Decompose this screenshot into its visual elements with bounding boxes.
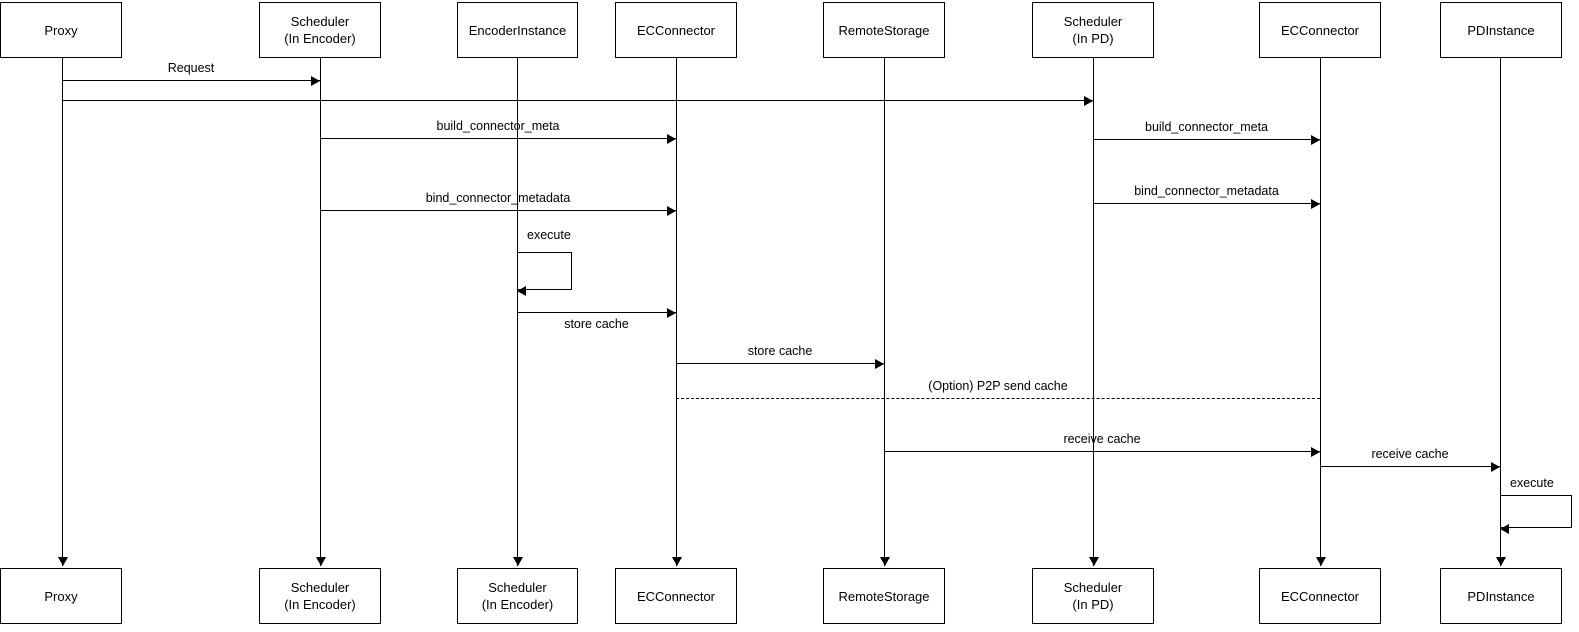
message-line-proxy-to-pd xyxy=(62,100,1093,101)
message-arrow-icon-proxy-to-pd xyxy=(1084,96,1093,106)
message-label-request: Request xyxy=(167,61,215,75)
message-line-p2p-send-cache xyxy=(676,398,1320,399)
lifeline-ec-connector-l xyxy=(676,58,677,566)
participant-box-bottom-ec-connector-r[interactable]: ECConnector xyxy=(1259,568,1381,624)
lifeline-end-arrow-icon-scheduler-pd xyxy=(1089,557,1099,566)
message-line-receive-cache-remote xyxy=(884,451,1320,452)
lifeline-pd-instance xyxy=(1500,58,1501,566)
participant-box-top-pd-instance[interactable]: PDInstance xyxy=(1440,2,1562,58)
message-line-store-cache-enc xyxy=(517,312,676,313)
lifeline-remote-storage xyxy=(884,58,885,566)
message-arrow-icon-receive-cache-pd xyxy=(1491,462,1500,472)
message-label-receive-cache-pd: receive cache xyxy=(1371,447,1449,461)
message-label-p2p-send-cache: (Option) P2P send cache xyxy=(928,379,1068,393)
message-arrow-icon-receive-cache-remote xyxy=(1311,447,1320,457)
message-arrow-icon-bind-meta-enc xyxy=(667,206,676,216)
self-message-arrow-icon-execute-pdinstance xyxy=(1500,524,1509,534)
lifeline-scheduler-enc xyxy=(320,58,321,566)
lifeline-end-arrow-icon-proxy xyxy=(58,557,68,566)
lifeline-end-arrow-icon-ec-connector-r xyxy=(1316,557,1326,566)
participant-box-top-scheduler-pd[interactable]: Scheduler (In PD) xyxy=(1032,2,1154,58)
message-label-store-cache-remote: store cache xyxy=(747,344,813,358)
lifeline-end-arrow-icon-ec-connector-l xyxy=(672,557,682,566)
message-label-bind-meta-pd: bind_connector_metadata xyxy=(1134,184,1279,198)
message-arrow-icon-request xyxy=(311,76,320,86)
participant-box-top-ec-connector-r[interactable]: ECConnector xyxy=(1259,2,1381,58)
participant-box-top-ec-connector-l[interactable]: ECConnector xyxy=(615,2,737,58)
message-arrow-icon-store-cache-enc xyxy=(667,308,676,318)
message-arrow-icon-store-cache-remote xyxy=(875,359,884,369)
participant-box-top-encoder-inst[interactable]: EncoderInstance xyxy=(457,2,578,58)
participant-box-top-proxy[interactable]: Proxy xyxy=(0,2,122,58)
message-arrow-icon-bind-meta-pd xyxy=(1311,199,1320,209)
message-label-receive-cache-remote: receive cache xyxy=(1063,432,1141,446)
lifeline-end-arrow-icon-encoder-inst xyxy=(513,557,523,566)
lifeline-proxy xyxy=(62,58,63,566)
message-label-bind-meta-enc: bind_connector_metadata xyxy=(425,191,571,205)
message-label-store-cache-enc: store cache xyxy=(564,317,629,331)
message-line-bind-meta-pd xyxy=(1093,203,1320,204)
self-message-label-execute-pdinstance: execute xyxy=(1510,476,1554,490)
participant-box-bottom-proxy[interactable]: Proxy xyxy=(0,568,122,624)
lifeline-end-arrow-icon-scheduler-enc xyxy=(316,557,326,566)
participant-box-top-scheduler-enc[interactable]: Scheduler (In Encoder) xyxy=(259,2,381,58)
lifeline-scheduler-pd xyxy=(1093,58,1094,566)
message-label-build-meta-enc: build_connector_meta xyxy=(436,119,560,133)
lifeline-end-arrow-icon-remote-storage xyxy=(880,557,890,566)
message-arrow-icon-build-meta-enc xyxy=(667,134,676,144)
message-line-store-cache-remote xyxy=(676,363,884,364)
message-line-receive-cache-pd xyxy=(1320,466,1500,467)
participant-box-bottom-ec-connector-l[interactable]: ECConnector xyxy=(615,568,737,624)
self-message-loop-execute-encoder xyxy=(517,252,572,290)
lifeline-ec-connector-r xyxy=(1320,58,1321,566)
self-message-label-execute-encoder: execute xyxy=(527,228,571,242)
message-line-build-meta-pd xyxy=(1093,139,1320,140)
message-label-build-meta-pd: build_connector_meta xyxy=(1145,120,1268,134)
participant-box-bottom-scheduler-enc[interactable]: Scheduler (In Encoder) xyxy=(259,568,381,624)
message-arrow-icon-build-meta-pd xyxy=(1311,135,1320,145)
message-line-build-meta-enc xyxy=(320,138,676,139)
participant-box-bottom-scheduler-pd[interactable]: Scheduler (In PD) xyxy=(1032,568,1154,624)
participant-box-bottom-encoder-inst[interactable]: Scheduler (In Encoder) xyxy=(457,568,578,624)
participant-box-top-remote-storage[interactable]: RemoteStorage xyxy=(823,2,945,58)
self-message-loop-execute-pdinstance xyxy=(1500,495,1572,528)
message-line-bind-meta-enc xyxy=(320,210,676,211)
self-message-arrow-icon-execute-encoder xyxy=(517,286,526,296)
message-line-request xyxy=(62,80,320,81)
participant-box-bottom-pd-instance[interactable]: PDInstance xyxy=(1440,568,1562,624)
participant-box-bottom-remote-storage[interactable]: RemoteStorage xyxy=(823,568,945,624)
lifeline-end-arrow-icon-pd-instance xyxy=(1496,557,1506,566)
